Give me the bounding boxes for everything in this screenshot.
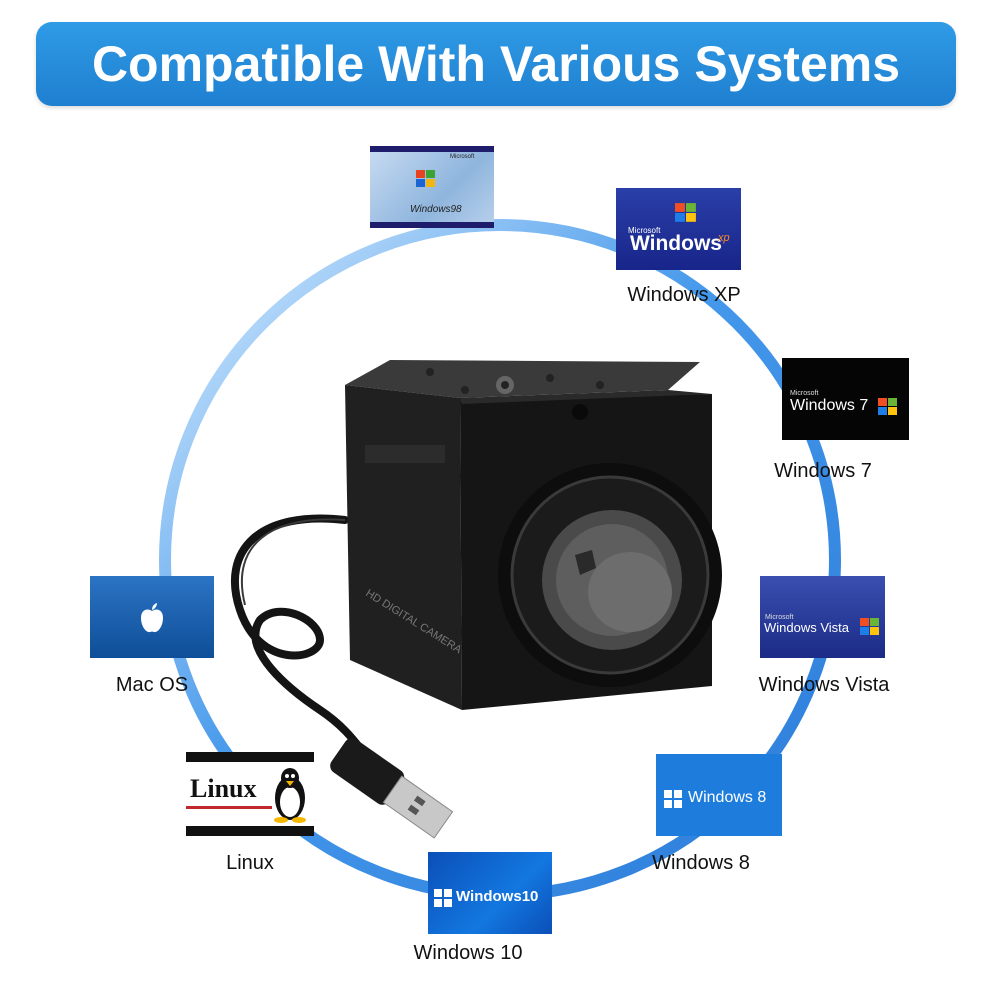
windows8-logo: Windows 8 [656, 754, 782, 836]
windows98-logo: Microsoft Windows98 [370, 146, 494, 228]
usb-plug-icon [330, 738, 454, 839]
windows8-icon [664, 790, 682, 808]
usb-cable [231, 514, 374, 764]
apple-icon [141, 603, 163, 633]
windows7-caption: Windows 7 [774, 460, 872, 482]
tux-penguin-icon [274, 768, 306, 823]
windowsvista-caption: Windows Vista [758, 674, 890, 696]
title-banner: Compatible With Various Systems [36, 22, 956, 106]
windows8-icon [434, 889, 452, 907]
windowsvista-logo: Microsoft Windows Vista [760, 576, 885, 658]
windows-flag-icon [878, 398, 898, 416]
macos-caption: Mac OS [115, 674, 189, 696]
windows7-logo: Microsoft Windows 7 [782, 358, 909, 440]
windows10-caption: Windows 10 [413, 942, 523, 964]
usb-camera: HD DIGITAL CAMERA [231, 360, 722, 839]
linux-caption: Linux [226, 852, 274, 874]
windows10-logo: Windows10 [428, 852, 552, 934]
windowsxp-caption: Windows XP [627, 284, 741, 306]
windows8-caption: Windows 8 [652, 852, 750, 874]
windows-flag-icon [416, 170, 436, 188]
banner-title: Compatible With Various Systems [91, 36, 901, 92]
linux-logo: Linux [186, 752, 314, 836]
macos-logo [90, 576, 214, 658]
windows-flag-icon [675, 203, 697, 223]
windowsxp-logo: Microsoft Windows xp [616, 188, 741, 270]
windows-flag-icon [860, 618, 880, 636]
